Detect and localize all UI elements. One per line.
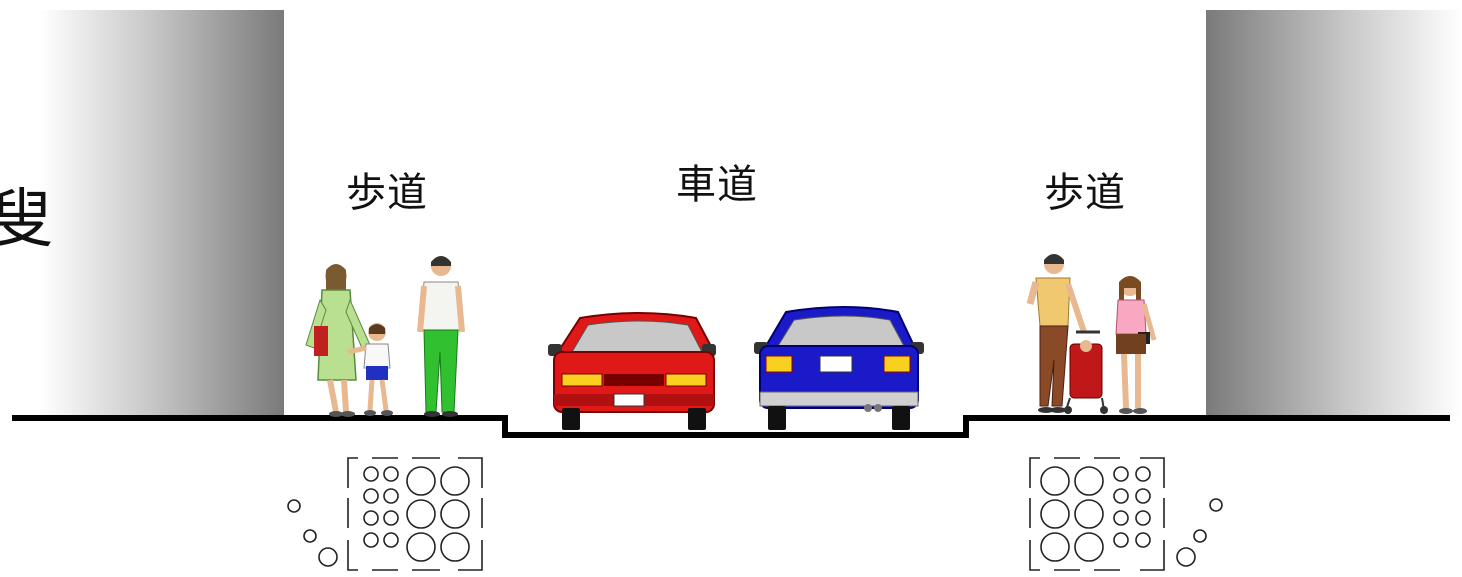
- label-sidewalk-left: 歩道: [346, 170, 428, 216]
- pedestrian-man-with-stroller-icon: [1026, 254, 1108, 414]
- edge-partial-glyph: 叟: [0, 183, 54, 257]
- car-blue-rear-icon: [754, 306, 924, 430]
- label-roadway: 車道: [676, 162, 758, 208]
- car-red-front-icon: [548, 312, 716, 430]
- underground-utility-left: [287, 457, 483, 571]
- building-right: [1206, 10, 1462, 416]
- pedestrian-mother-icon: [305, 264, 371, 417]
- building-left: [40, 10, 284, 416]
- pedestrian-woman-icon: [1115, 276, 1157, 414]
- underground-utility-right: [1029, 457, 1223, 571]
- pedestrian-child-icon: [347, 323, 393, 416]
- label-sidewalk-right: 歩道: [1044, 170, 1126, 216]
- pedestrian-father-icon: [417, 256, 465, 417]
- ground-line: [12, 415, 1450, 438]
